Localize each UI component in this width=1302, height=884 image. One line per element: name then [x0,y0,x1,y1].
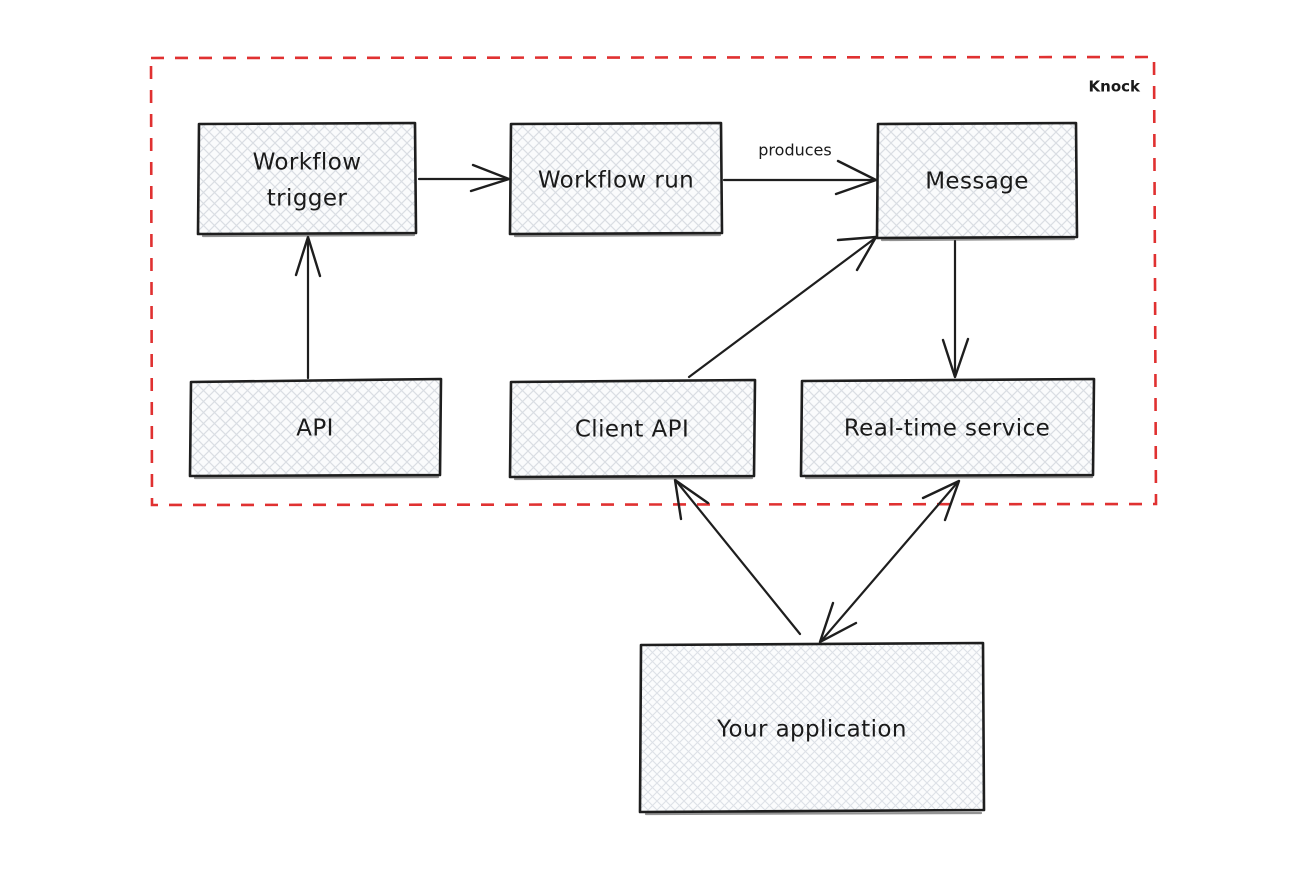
node-label-workflow-trigger-line2: trigger [267,186,348,212]
edge-message-to-realtime [941,239,970,379]
node-label-message: Message [925,169,1029,195]
node-label-client-api: Client API [575,417,689,443]
node-label-workflow-trigger-line1: Workflow [253,150,362,176]
edge-realtime-to-app [818,479,961,644]
node-client-api[interactable]: Client API [508,378,757,481]
node-label-workflow-run: Workflow run [538,168,694,194]
edge-run-to-message: produces [722,141,878,196]
edge-trigger-to-run [417,163,511,193]
edge-client-api-to-message [687,235,878,379]
node-label-realtime-service: Real-time service [844,416,1050,442]
node-your-application[interactable]: Your application [638,641,986,816]
group-knock-border [149,55,1158,507]
node-label-api: API [296,416,334,442]
group-knock-label: Knock [1089,78,1141,96]
node-realtime-service[interactable]: Real-time service [799,377,1096,480]
edge-label-produces: produces [758,141,831,160]
group-knock: Knock [149,55,1158,507]
node-api[interactable]: API [188,377,443,480]
edge-api-to-trigger [294,235,322,380]
node-label-your-application: Your application [716,717,907,743]
node-message[interactable]: Message [875,121,1079,242]
node-workflow-trigger[interactable]: Workflow trigger [196,121,418,238]
node-workflow-run[interactable]: Workflow run [508,121,724,238]
edge-app-to-client-api [673,478,802,636]
